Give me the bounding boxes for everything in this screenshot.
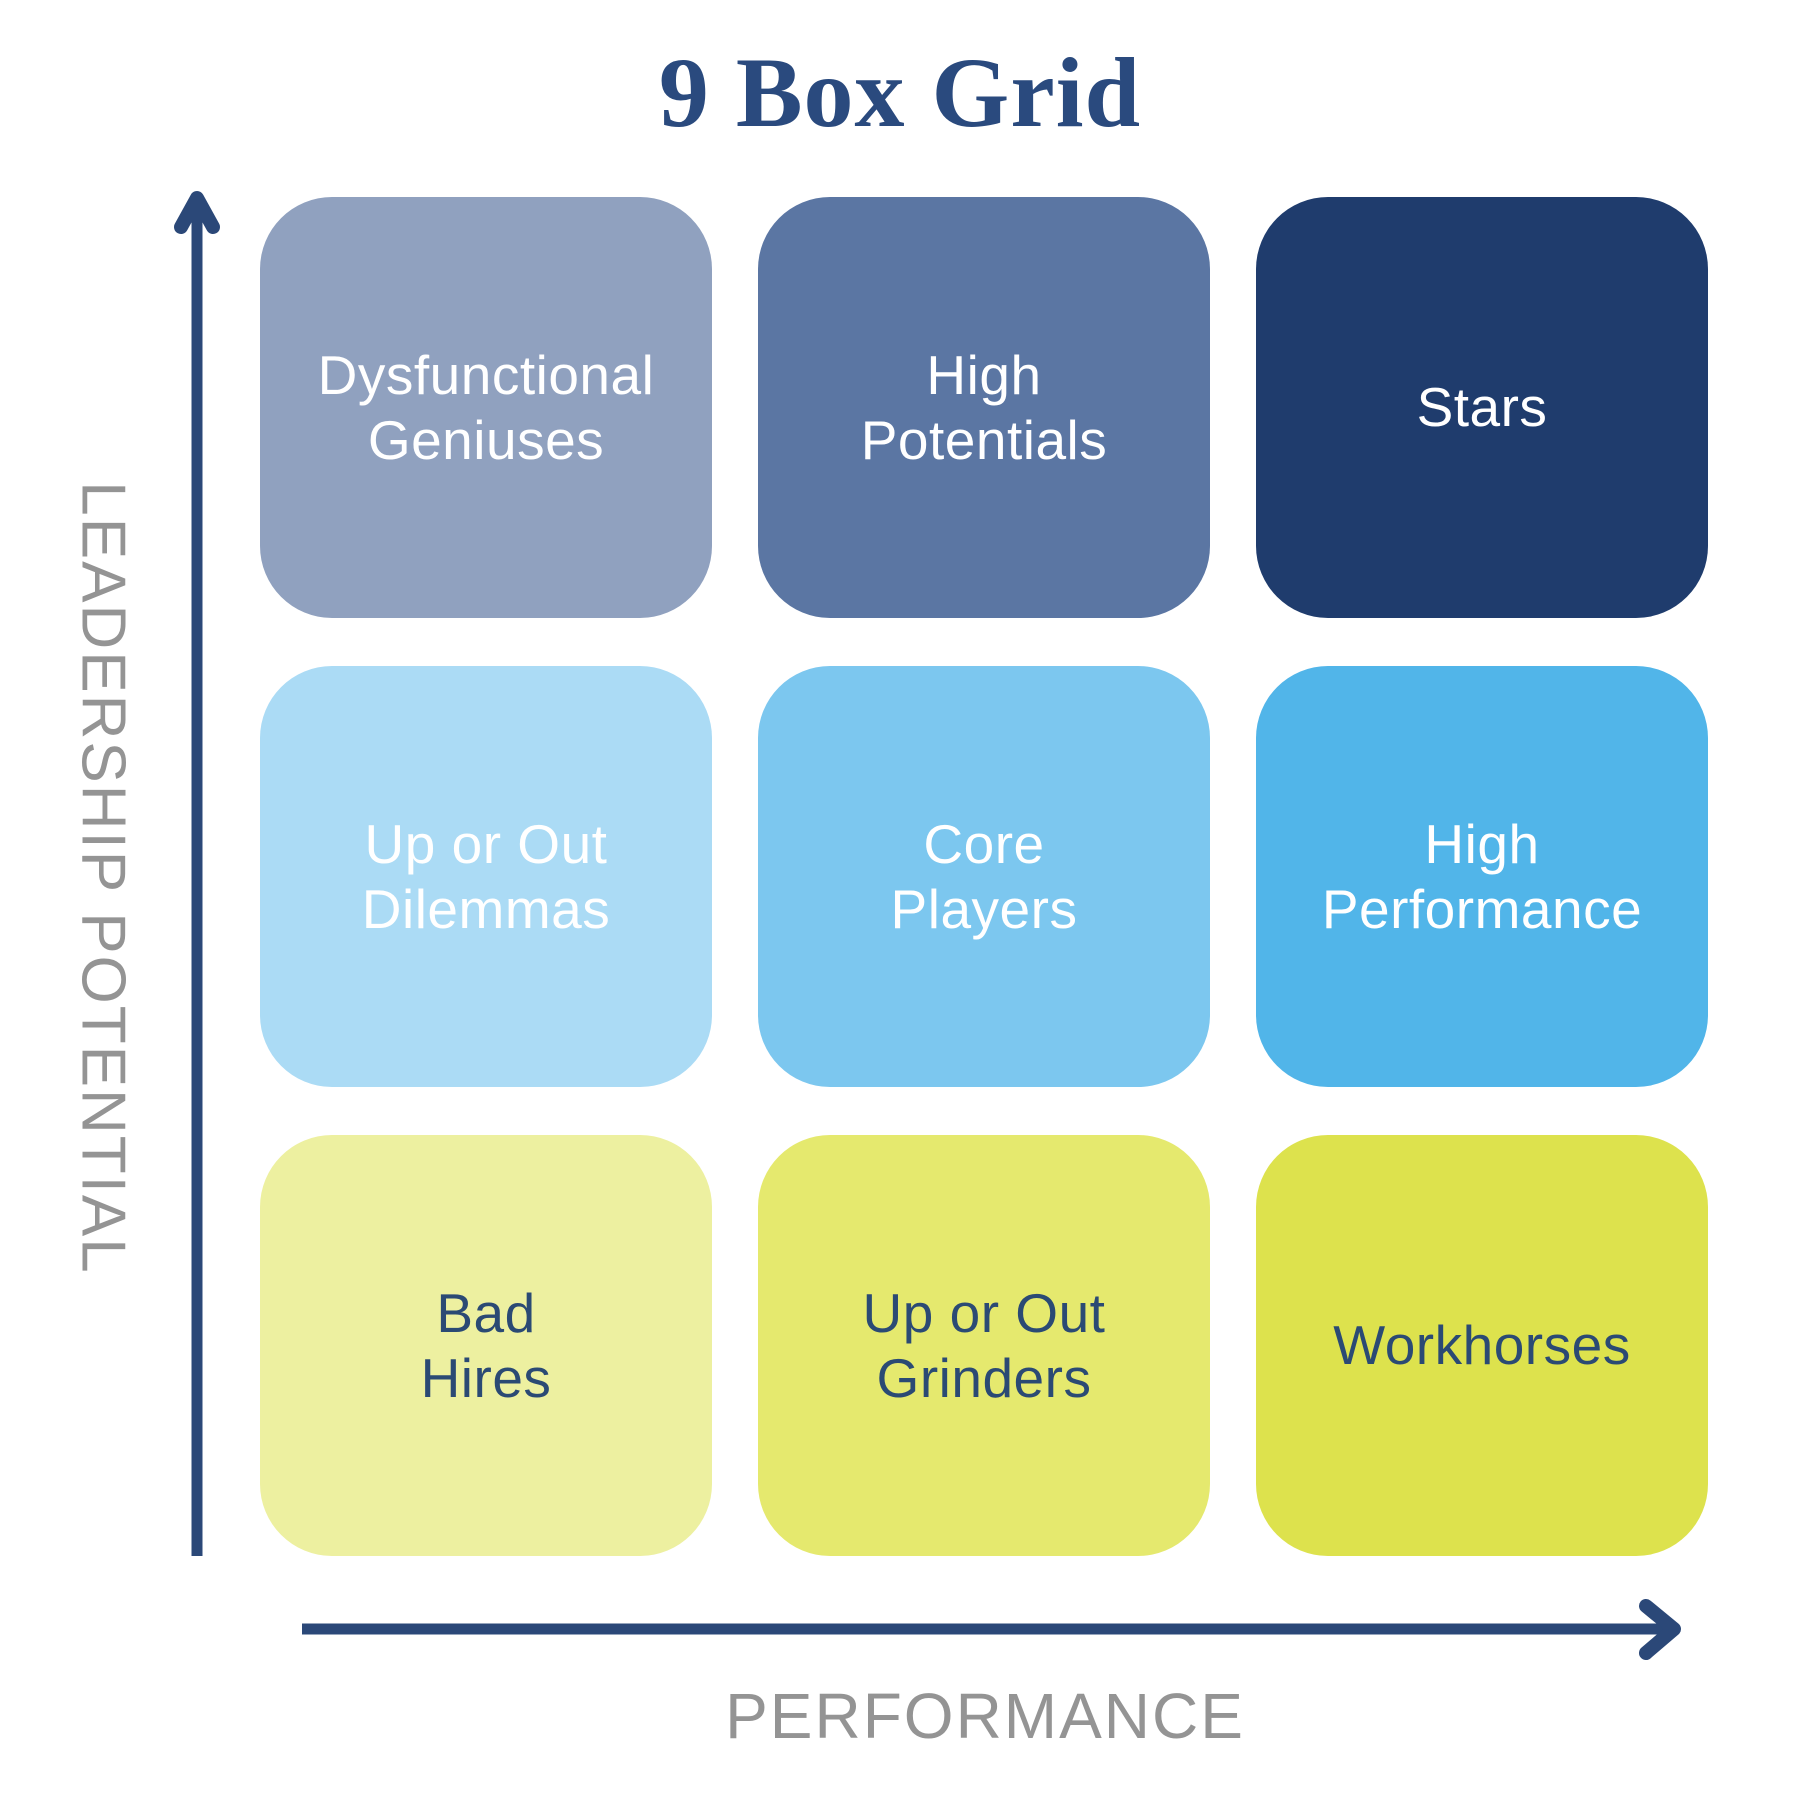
cell-up-or-out-grinders: Up or Out Grinders	[758, 1135, 1210, 1556]
cell-workhorses: Workhorses	[1256, 1135, 1708, 1556]
cell-bad-hires: Bad Hires	[260, 1135, 712, 1556]
cell-high-performance: High Performance	[1256, 666, 1708, 1087]
cell-high-potentials: High Potentials	[758, 197, 1210, 618]
nine-box-grid: Dysfunctional Geniuses High Potentials S…	[260, 197, 1708, 1556]
cell-core-players: Core Players	[758, 666, 1210, 1087]
cell-stars: Stars	[1256, 197, 1708, 618]
page-title: 9 Box Grid	[658, 37, 1142, 148]
cell-dysfunctional-geniuses: Dysfunctional Geniuses	[260, 197, 712, 618]
cell-up-or-out-dilemmas: Up or Out Dilemmas	[260, 666, 712, 1087]
x-axis-label: PERFORMANCE	[725, 1680, 1245, 1752]
y-axis-arrow	[174, 191, 220, 1556]
y-axis-label: LEADERSHIP POTENTIAL	[68, 481, 138, 1275]
x-axis-arrow	[302, 1599, 1681, 1660]
